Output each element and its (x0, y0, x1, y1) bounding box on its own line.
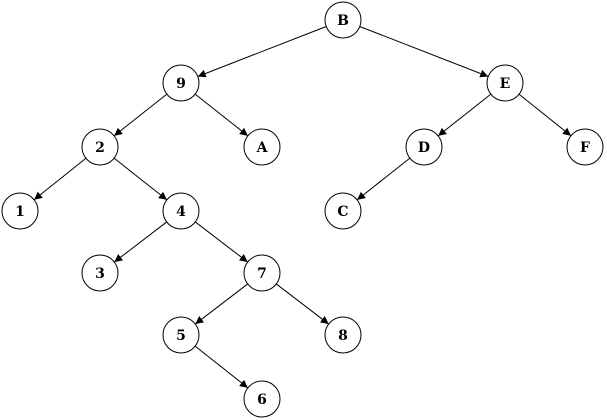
node-label: 4 (176, 204, 186, 220)
node-label: 9 (176, 76, 186, 92)
node-circle (243, 254, 281, 292)
node-label: A (256, 140, 269, 156)
tree-node-7: 7 (243, 254, 281, 292)
node-circle (1, 192, 39, 230)
tree-node-8: 8 (324, 316, 362, 354)
edge-2-to-4 (113, 157, 168, 201)
node-label: 8 (338, 328, 348, 344)
node-circle (405, 128, 443, 166)
node-circle (162, 316, 200, 354)
node-circle (81, 254, 119, 292)
tree-node-F: F (566, 128, 604, 166)
tree-node-6: 6 (243, 380, 281, 418)
node-label: 2 (95, 140, 105, 156)
edge-7-to-5 (194, 283, 249, 325)
node-circle (486, 64, 524, 102)
node-label: 5 (176, 328, 186, 344)
tree-node-1: 1 (1, 192, 39, 230)
node-label: C (337, 204, 348, 220)
node-circle (324, 1, 362, 39)
node-circle (324, 316, 362, 354)
edge-B-to-9 (197, 26, 327, 78)
edges-layer (33, 26, 572, 389)
edge-2-to-1 (33, 157, 87, 201)
node-circle (566, 128, 604, 166)
node-circle (81, 128, 119, 166)
tree-node-C: C (324, 192, 362, 230)
node-circle (162, 192, 200, 230)
tree-node-A: A (243, 128, 281, 166)
node-label: D (418, 140, 430, 156)
node-label: 7 (257, 266, 267, 282)
edge-9-to-A (194, 93, 249, 137)
node-label: 3 (95, 266, 105, 282)
node-circle (162, 64, 200, 102)
node-label: E (500, 76, 511, 92)
tree-node-B: B (324, 1, 362, 39)
tree-node-E: E (486, 64, 524, 102)
edge-E-to-D (437, 93, 492, 137)
edge-D-to-C (356, 157, 411, 201)
edge-9-to-2 (113, 93, 168, 137)
tree-node-3: 3 (81, 254, 119, 292)
edge-5-to-6 (194, 345, 249, 389)
node-label: 6 (257, 392, 267, 408)
node-label: B (337, 13, 349, 29)
edge-4-to-7 (194, 221, 249, 263)
node-circle (243, 128, 281, 166)
tree-node-4: 4 (162, 192, 200, 230)
node-circle (324, 192, 362, 230)
edge-4-to-3 (113, 221, 168, 263)
node-circle (243, 380, 281, 418)
tree-node-D: D (405, 128, 443, 166)
edge-B-to-E (359, 26, 489, 78)
tree-node-5: 5 (162, 316, 200, 354)
tree-node-9: 9 (162, 64, 200, 102)
node-label: 1 (15, 204, 25, 220)
node-label: F (580, 140, 590, 156)
edge-E-to-F (518, 93, 572, 137)
edge-7-to-8 (275, 283, 330, 325)
tree-node-2: 2 (81, 128, 119, 166)
